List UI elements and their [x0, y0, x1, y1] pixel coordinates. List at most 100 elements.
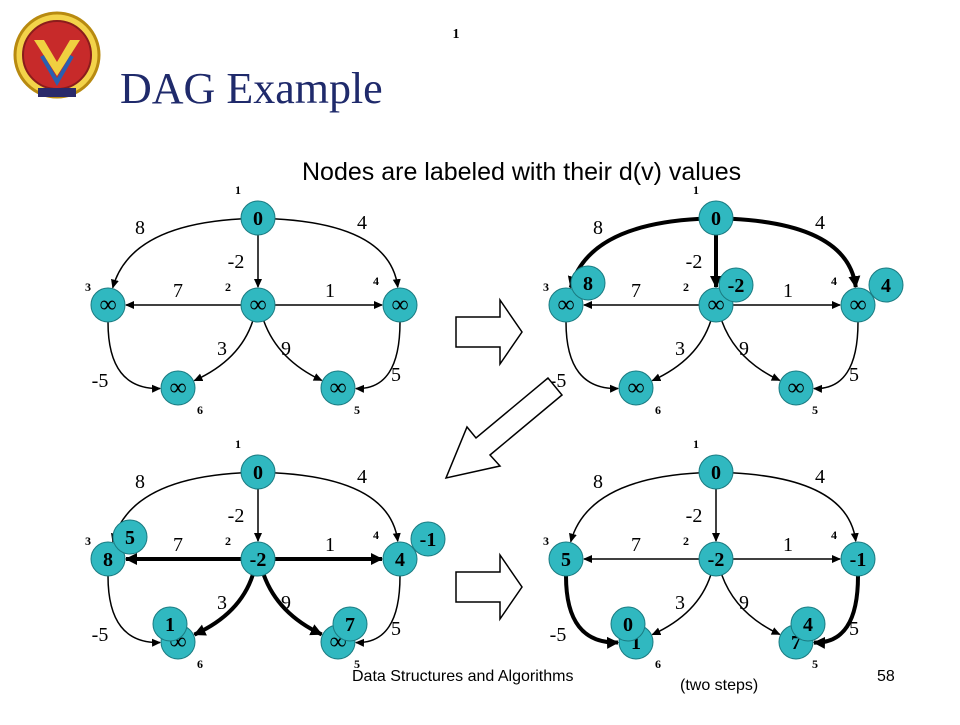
edge-weight-4-5: 5 — [391, 364, 401, 386]
edge-3-6 — [107, 575, 162, 647]
node-label-6: 6 — [655, 403, 661, 417]
footer-text: Data Structures and Algorithms — [352, 668, 573, 685]
edge-weight-1-4: 4 — [815, 466, 825, 488]
edge-weight-1-2: -2 — [228, 505, 245, 527]
node-value-3: ∞ — [557, 292, 574, 318]
edge-1-3 — [569, 472, 700, 543]
node-3 — [90, 287, 126, 323]
node-label-2: 2 — [683, 534, 689, 548]
edge-weight-2-3: 7 — [631, 280, 641, 302]
edge-weight-2-4: 1 — [783, 280, 793, 302]
edge-weight-4-5: 5 — [391, 618, 401, 640]
update-value-4: 4 — [881, 275, 891, 297]
edge-2-6 — [651, 320, 712, 382]
edge-weight-2-6: 3 — [675, 592, 685, 614]
node-value-5: ∞ — [787, 375, 804, 401]
edge-weight-2-5: 9 — [739, 592, 749, 614]
update-value-6: 0 — [623, 614, 633, 636]
edge-4-5 — [812, 575, 860, 649]
node-label-3: 3 — [85, 280, 91, 294]
node-label-2: 2 — [225, 280, 231, 294]
edge-weight-2-5: 9 — [281, 338, 291, 360]
node-value-1: 0 — [253, 462, 263, 484]
update-badge-2 — [718, 267, 754, 303]
node-2 — [240, 541, 276, 577]
node-value-2: -2 — [250, 549, 267, 571]
edge-weight-2-3: 7 — [173, 534, 183, 556]
edge-weight-1-4: 4 — [815, 212, 825, 234]
node-6 — [160, 370, 196, 406]
edge-weight-4-5: 5 — [849, 364, 859, 386]
edge-1-4 — [732, 472, 859, 543]
edge-2-5 — [261, 574, 323, 637]
node-value-6: 1 — [631, 632, 641, 654]
edge-2-6 — [193, 320, 254, 382]
edge-weight-2-4: 1 — [783, 534, 793, 556]
node-value-2: -2 — [708, 549, 725, 571]
node-label-2: 2 — [683, 280, 689, 294]
edge-weight-2-6: 3 — [675, 338, 685, 360]
update-value-3: 8 — [583, 273, 593, 295]
right-arrow-icon — [455, 552, 523, 622]
edge-weight-1-3: 8 — [135, 471, 145, 493]
edge-2-5 — [721, 320, 781, 382]
update-badge-5 — [332, 606, 368, 642]
node-4 — [382, 541, 418, 577]
node-4 — [840, 287, 876, 323]
node-5 — [778, 370, 814, 406]
edge-1-4 — [274, 218, 401, 289]
node-4 — [840, 541, 876, 577]
node-value-2: ∞ — [707, 292, 724, 318]
update-value-5: 4 — [803, 614, 813, 636]
update-badge-3 — [112, 519, 148, 555]
university-logo — [13, 11, 101, 99]
node-value-1: 0 — [253, 208, 263, 230]
node-label-6: 6 — [197, 657, 203, 671]
node-value-3: 8 — [103, 549, 113, 571]
edge-weight-1-3: 8 — [593, 217, 603, 239]
node-value-4: ∞ — [391, 292, 408, 318]
edge-3-6 — [565, 321, 620, 393]
node-label-3: 3 — [543, 280, 549, 294]
top-number: 1 — [453, 27, 460, 42]
edge-weight-2-6: 3 — [217, 338, 227, 360]
node-value-6: ∞ — [169, 375, 186, 401]
edge-3-6 — [564, 575, 620, 649]
edge-weight-3-6: -5 — [92, 624, 109, 646]
edge-weight-2-5: 9 — [281, 592, 291, 614]
edge-weight-1-3: 8 — [593, 471, 603, 493]
edge-weight-1-4: 4 — [357, 212, 367, 234]
edge-3-6 — [107, 321, 162, 393]
node-label-2: 2 — [225, 534, 231, 548]
update-badge-5 — [790, 606, 826, 642]
edge-1-4 — [274, 472, 401, 543]
edge-weight-4-5: 5 — [849, 618, 859, 640]
node-3 — [548, 541, 584, 577]
node-value-4: 4 — [395, 549, 405, 571]
node-3 — [548, 287, 584, 323]
edge-weight-1-2: -2 — [686, 505, 703, 527]
node-5 — [320, 370, 356, 406]
node-label-1: 1 — [235, 183, 241, 197]
edge-2-5 — [263, 320, 323, 382]
node-3 — [90, 541, 126, 577]
edge-1-3 — [111, 218, 242, 289]
node-label-1: 1 — [693, 437, 699, 451]
update-value-2: -2 — [728, 275, 745, 297]
edge-weight-1-2: -2 — [686, 251, 703, 273]
update-badge-3 — [570, 265, 606, 301]
update-badge-4 — [410, 521, 446, 557]
node-label-5: 5 — [354, 403, 360, 417]
update-value-4: -1 — [420, 529, 437, 551]
node-label-4: 4 — [373, 274, 379, 288]
node-label-5: 5 — [354, 657, 360, 671]
node-label-4: 4 — [373, 528, 379, 542]
node-4 — [382, 287, 418, 323]
edge-weight-2-3: 7 — [173, 280, 183, 302]
node-value-1: 0 — [711, 208, 721, 230]
edge-4-5 — [354, 321, 401, 393]
edge-weight-2-6: 3 — [217, 592, 227, 614]
